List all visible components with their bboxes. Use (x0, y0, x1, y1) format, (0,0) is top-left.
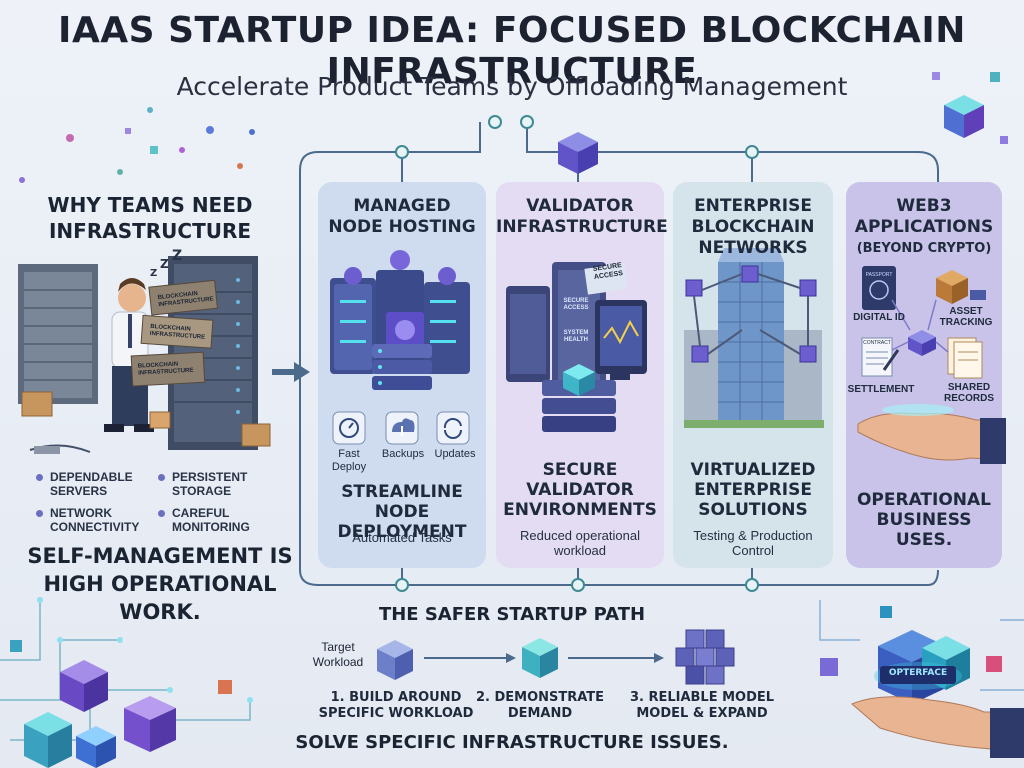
doc-label-passport: PASSPORT (865, 272, 893, 278)
path-step-3: 3. RELIABLE MODEL MODEL & EXPAND (622, 690, 782, 722)
need-item: PERSISTENT STORAGE (158, 470, 278, 498)
icon-label-backups: Backups (381, 448, 425, 460)
path-step-1: 1. BUILD AROUND SPECIFIC WORKLOAD (318, 690, 474, 722)
globe-icon (869, 280, 889, 300)
panel-title-line: NETWORKS (698, 238, 808, 258)
panel-note: Reduced operational workload (496, 528, 664, 558)
enterprise-building (684, 248, 824, 428)
use-digital-id: DIGITAL ID (853, 312, 905, 323)
panel-subtitle: SECURE VALIDATOR ENVIRONMENTS (496, 460, 664, 520)
panel-enterprise-networks: ENTERPRISE BLOCKCHAIN NETWORKS VIRTUALIZ… (673, 182, 833, 568)
refresh-icon (443, 417, 462, 439)
svg-text:Z: Z (160, 257, 169, 271)
path-step-line: MODEL & EXPAND (636, 706, 768, 721)
left-conclusion: SELF-MANAGEMENT IS HIGH OPERATIONAL WORK… (20, 542, 300, 626)
left-section-heading: WHY TEAMS NEED INFRASTRUCTURE (30, 192, 270, 244)
use-shared-records: SHARED RECORDS (943, 382, 994, 404)
need-item: CAREFUL MONITORING (158, 506, 278, 534)
panel-title-line: VALIDATOR (526, 196, 634, 216)
validator-servers (506, 262, 647, 432)
panel-note-line: workload (553, 543, 607, 558)
node-hosting-servers (330, 250, 470, 390)
panel-subtitle-line: VALIDATOR (526, 480, 634, 500)
left-heading-line-1: WHY TEAMS NEED (47, 193, 253, 217)
panel-title-line: ENTERPRISE (694, 196, 812, 216)
panel-title-line: WEB3 (896, 196, 952, 216)
target-workload-label: Target Workload (308, 640, 368, 670)
panel-subtitle: VIRTUALIZED ENTERPRISE SOLUTIONS (673, 460, 833, 520)
panel-note-line: Reduced operational (520, 528, 640, 543)
panel-subtitle-line: SOLUTIONS (698, 500, 808, 520)
panel-title-line: (BEYOND CRYPTO) (856, 241, 992, 256)
screen-label: SECURE ACCESS (592, 262, 624, 281)
path-cube-1 (377, 640, 413, 680)
doc-label-contract: CONTRACT (863, 340, 891, 346)
panel-subtitle-line: BUSINESS USES. (876, 510, 972, 550)
icon-label-updates: Updates (434, 448, 476, 460)
need-item: DEPENDABLE SERVERS (36, 470, 156, 498)
screen-label: SYSTEM HEALTH (563, 330, 589, 343)
use-asset-tracking: ASSET TRACKING (939, 306, 993, 328)
panel-subtitle-line: VIRTUALIZED (690, 460, 816, 480)
target-label-line: Workload (312, 655, 364, 669)
panel-subtitle-line: SECURE (542, 460, 618, 480)
panel-note: Testing & Production Control (673, 528, 833, 558)
stopwatch-icon (339, 418, 359, 438)
panel-title-line: BLOCKCHAIN (691, 217, 815, 237)
left-conclusion-line-2: HIGH OPERATIONAL WORK. (43, 572, 277, 624)
panel-note-line: Testing & Production (693, 528, 813, 543)
panel-web3-applications: WEB3 APPLICATIONS (BEYOND CRYPTO) PASSPO… (846, 182, 1002, 568)
target-label-line: Target (321, 640, 355, 654)
screen-label: SECURE ACCESS (563, 298, 589, 311)
panel-subtitle-line: OPERATIONAL (856, 490, 992, 510)
footer-tagline: SOLVE SPECIFIC INFRASTRUCTURE ISSUES. (295, 732, 729, 753)
panel-managed-node-hosting: MANAGED NODE HOSTING Fast Deploy Backups… (318, 182, 486, 568)
path-step-2: 2. DEMONSTRATE DEMAND (474, 690, 606, 722)
panel-title-line: MANAGED (353, 196, 451, 216)
panel-subtitle-line: ENTERPRISE (694, 480, 812, 500)
panel-note: Automated Tasks (352, 530, 452, 545)
panel-subtitle-line: ENVIRONMENTS (503, 500, 657, 520)
path-cube-cluster (675, 629, 735, 685)
hand-illustration (857, 404, 1006, 464)
panel-title-line: INFRASTRUCTURE (496, 217, 668, 237)
panel-title-line: APPLICATIONS (854, 217, 994, 237)
page-subtitle: Accelerate Product Teams by Offloading M… (176, 72, 848, 101)
need-item: NETWORK CONNECTIVITY (36, 506, 156, 534)
blockchain-boxes (130, 279, 219, 387)
panel-title-line: NODE HOSTING (328, 217, 476, 237)
use-settlement: SETTLEMENT (847, 384, 915, 395)
web3-icons (861, 266, 986, 379)
panel-subtitle-line: STREAMLINE NODE (341, 482, 463, 522)
panel-subtitle: OPERATIONAL BUSINESS USES. (846, 490, 1002, 550)
cloud-upload-icon (392, 418, 415, 432)
svg-text:Z: Z (172, 248, 182, 264)
panel-title: VALIDATOR INFRASTRUCTURE (496, 196, 668, 238)
panel-subtitle: STREAMLINE NODE DEPLOYMENT (318, 482, 486, 542)
left-heading-line-2: INFRASTRUCTURE (48, 219, 252, 243)
path-step-line: 1. BUILD AROUND (330, 690, 462, 705)
path-step-line: SPECIFIC WORKLOAD (318, 706, 474, 721)
icon-label-fast-deploy: Fast Deploy (331, 448, 367, 473)
panel-validator-infrastructure: VALIDATOR INFRASTRUCTURE SECURE ACCESS S… (496, 182, 668, 568)
server-rack-left (18, 264, 98, 404)
panel-title: ENTERPRISE BLOCKCHAIN NETWORKS (673, 196, 833, 259)
panel-title: WEB3 APPLICATIONS (BEYOND CRYPTO) (846, 196, 1002, 259)
panel-note-line: Control (732, 543, 774, 558)
svg-text:Z: Z (150, 268, 157, 279)
path-step-line: 2. DEMONSTRATE (475, 690, 605, 705)
path-step-line: 3. RELIABLE MODEL (629, 690, 775, 705)
connector-cube-icon (558, 132, 598, 174)
path-title: THE SAFER STARTUP PATH (378, 604, 646, 625)
panel-subtitle-line: DEPLOYMENT (337, 522, 467, 542)
page-title: IAAS STARTUP IDEA: FOCUSED BLOCKCHAIN IN… (58, 10, 966, 92)
panel-title: MANAGED NODE HOSTING (318, 196, 486, 238)
brand-logo: OPTERFACE (888, 668, 948, 678)
path-step-line: DEMAND (507, 706, 573, 721)
path-cube-2 (522, 638, 558, 678)
left-conclusion-line-1: SELF-MANAGEMENT IS (27, 544, 293, 568)
